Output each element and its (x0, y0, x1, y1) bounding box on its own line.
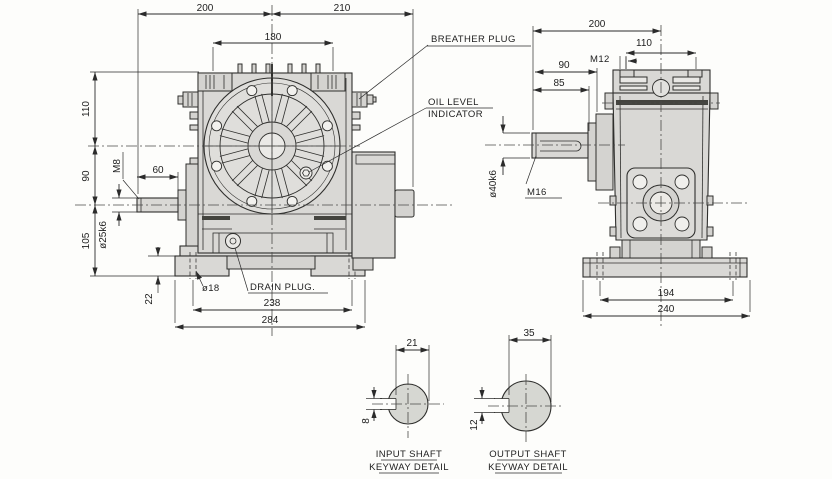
input-keyway-dimensions: 21 8 (361, 338, 430, 424)
output-keyway-label-line1: OUTPUT SHAFT (489, 449, 566, 460)
output-keyway-label-line2: KEYWAY DETAIL (488, 462, 568, 473)
callout-breather-plug: BREATHER PLUG (431, 34, 516, 45)
side-view: 200 110 M12 90 85 ø40k6 M16 (485, 19, 751, 327)
front-view: 200 210 180 110 90 105 60 M8 ø25k6 (75, 3, 531, 336)
dim-output-thread: M16 (527, 187, 547, 198)
callout-oil-level-line2: INDICATOR (428, 109, 483, 120)
top-studs (237, 63, 321, 74)
input-keyway-label-line2: KEYWAY DETAIL (369, 462, 449, 473)
side-top-cap (612, 69, 711, 97)
dim-side-base-width: 240 (658, 304, 675, 315)
dim-foot-height: 22 (144, 293, 155, 305)
dim-shaft-length-outer: 90 (558, 60, 570, 71)
dim-front-cover-width: 180 (265, 32, 282, 43)
breather-plug-part (351, 91, 377, 108)
dim-output-shaft-dia: ø40k6 (488, 170, 499, 198)
dim-base-width: 284 (262, 315, 279, 326)
dim-input-thread: M8 (112, 159, 123, 173)
front-lower-details (198, 213, 352, 254)
dim-input-shaft-length: 60 (152, 165, 164, 176)
front-dimensions: 200 210 180 110 90 105 60 M8 ø25k6 (81, 3, 414, 330)
dim-input-across-flat: 21 (406, 338, 418, 349)
dim-side-top-hole-span: 110 (636, 38, 652, 49)
drain-plug-part (225, 233, 241, 249)
dim-input-shaft-dia: ø25k6 (98, 221, 109, 249)
dim-side-top-thread: M12 (590, 54, 610, 65)
dim-front-overall-left: 200 (197, 3, 214, 14)
dim-side-foot-hole-span: 194 (658, 288, 675, 299)
dim-bolt-span: 238 (264, 298, 281, 309)
side-base (582, 239, 748, 280)
input-keyway-detail: 21 8 INPUT SHAFT KEYWAY DETAIL (361, 338, 449, 474)
dim-shaft-length: 85 (553, 78, 565, 89)
dim-side-overall: 200 (589, 19, 606, 30)
output-keyway-dimensions: 35 12 (469, 328, 552, 431)
side-plug-left (177, 91, 199, 108)
front-output-housing (351, 151, 415, 271)
dim-front-overall-right: 210 (334, 3, 351, 14)
dim-foot-hole-dia: ø18 (202, 283, 220, 294)
oil-level-indicator-part (299, 166, 313, 180)
dim-input-key-width: 8 (361, 418, 372, 424)
dim-front-height-mid: 90 (81, 170, 92, 182)
dim-front-height-top: 110 (81, 101, 92, 117)
cover-bolt-holes (211, 85, 333, 207)
input-keyway-label-line1: INPUT SHAFT (376, 449, 443, 460)
side-dimensions: 200 110 M12 90 85 ø40k6 M16 (488, 19, 751, 319)
corner-block-lines (205, 75, 337, 89)
callout-drain-plug: DRAIN PLUG. (250, 282, 315, 293)
dim-front-height-bottom: 105 (81, 232, 92, 249)
front-callouts: BREATHER PLUG OIL LEVEL INDICATOR DRAIN … (234, 34, 531, 294)
dim-output-across-flat: 35 (523, 328, 535, 339)
output-shaft (531, 113, 614, 191)
callout-oil-level-line1: OIL LEVEL (428, 97, 479, 108)
dim-output-key-width: 12 (469, 419, 480, 431)
output-keyway-detail: 35 12 OUTPUT SHAFT KEYWAY DETAIL (469, 328, 568, 474)
